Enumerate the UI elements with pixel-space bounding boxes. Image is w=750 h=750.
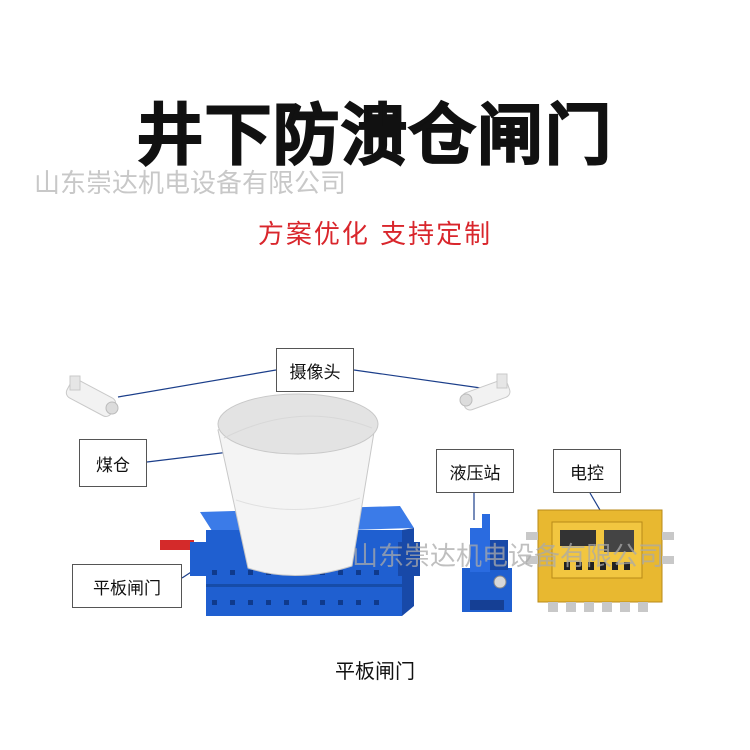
figure-caption: 平板闸门 [335, 659, 415, 683]
electric-control-body [526, 509, 674, 612]
label-camera: 摄像头 [276, 348, 354, 392]
label-hydraulic-station: 液压站 [436, 449, 514, 493]
page-title: 井下防溃仓闸门 [136, 96, 613, 175]
leader-camera-left [117, 369, 277, 398]
label-electric-control: 电控 [553, 449, 621, 493]
camera-right-icon [459, 373, 511, 411]
leader-camera-right [353, 369, 503, 392]
subtitle: 方案优化 支持定制 [257, 220, 493, 250]
hydraulic-station-body [462, 514, 512, 612]
label-plate-gate: 平板闸门 [72, 564, 182, 608]
leader-control [589, 492, 601, 511]
camera-left-icon [65, 375, 119, 417]
watermark-overlay: 山东崇达机电设备有限公司 [352, 542, 665, 572]
coal-bin-body [217, 393, 379, 577]
label-coal-bin: 煤仓 [79, 439, 147, 487]
watermark-top: 山东崇达机电设备有限公司 [34, 169, 347, 199]
